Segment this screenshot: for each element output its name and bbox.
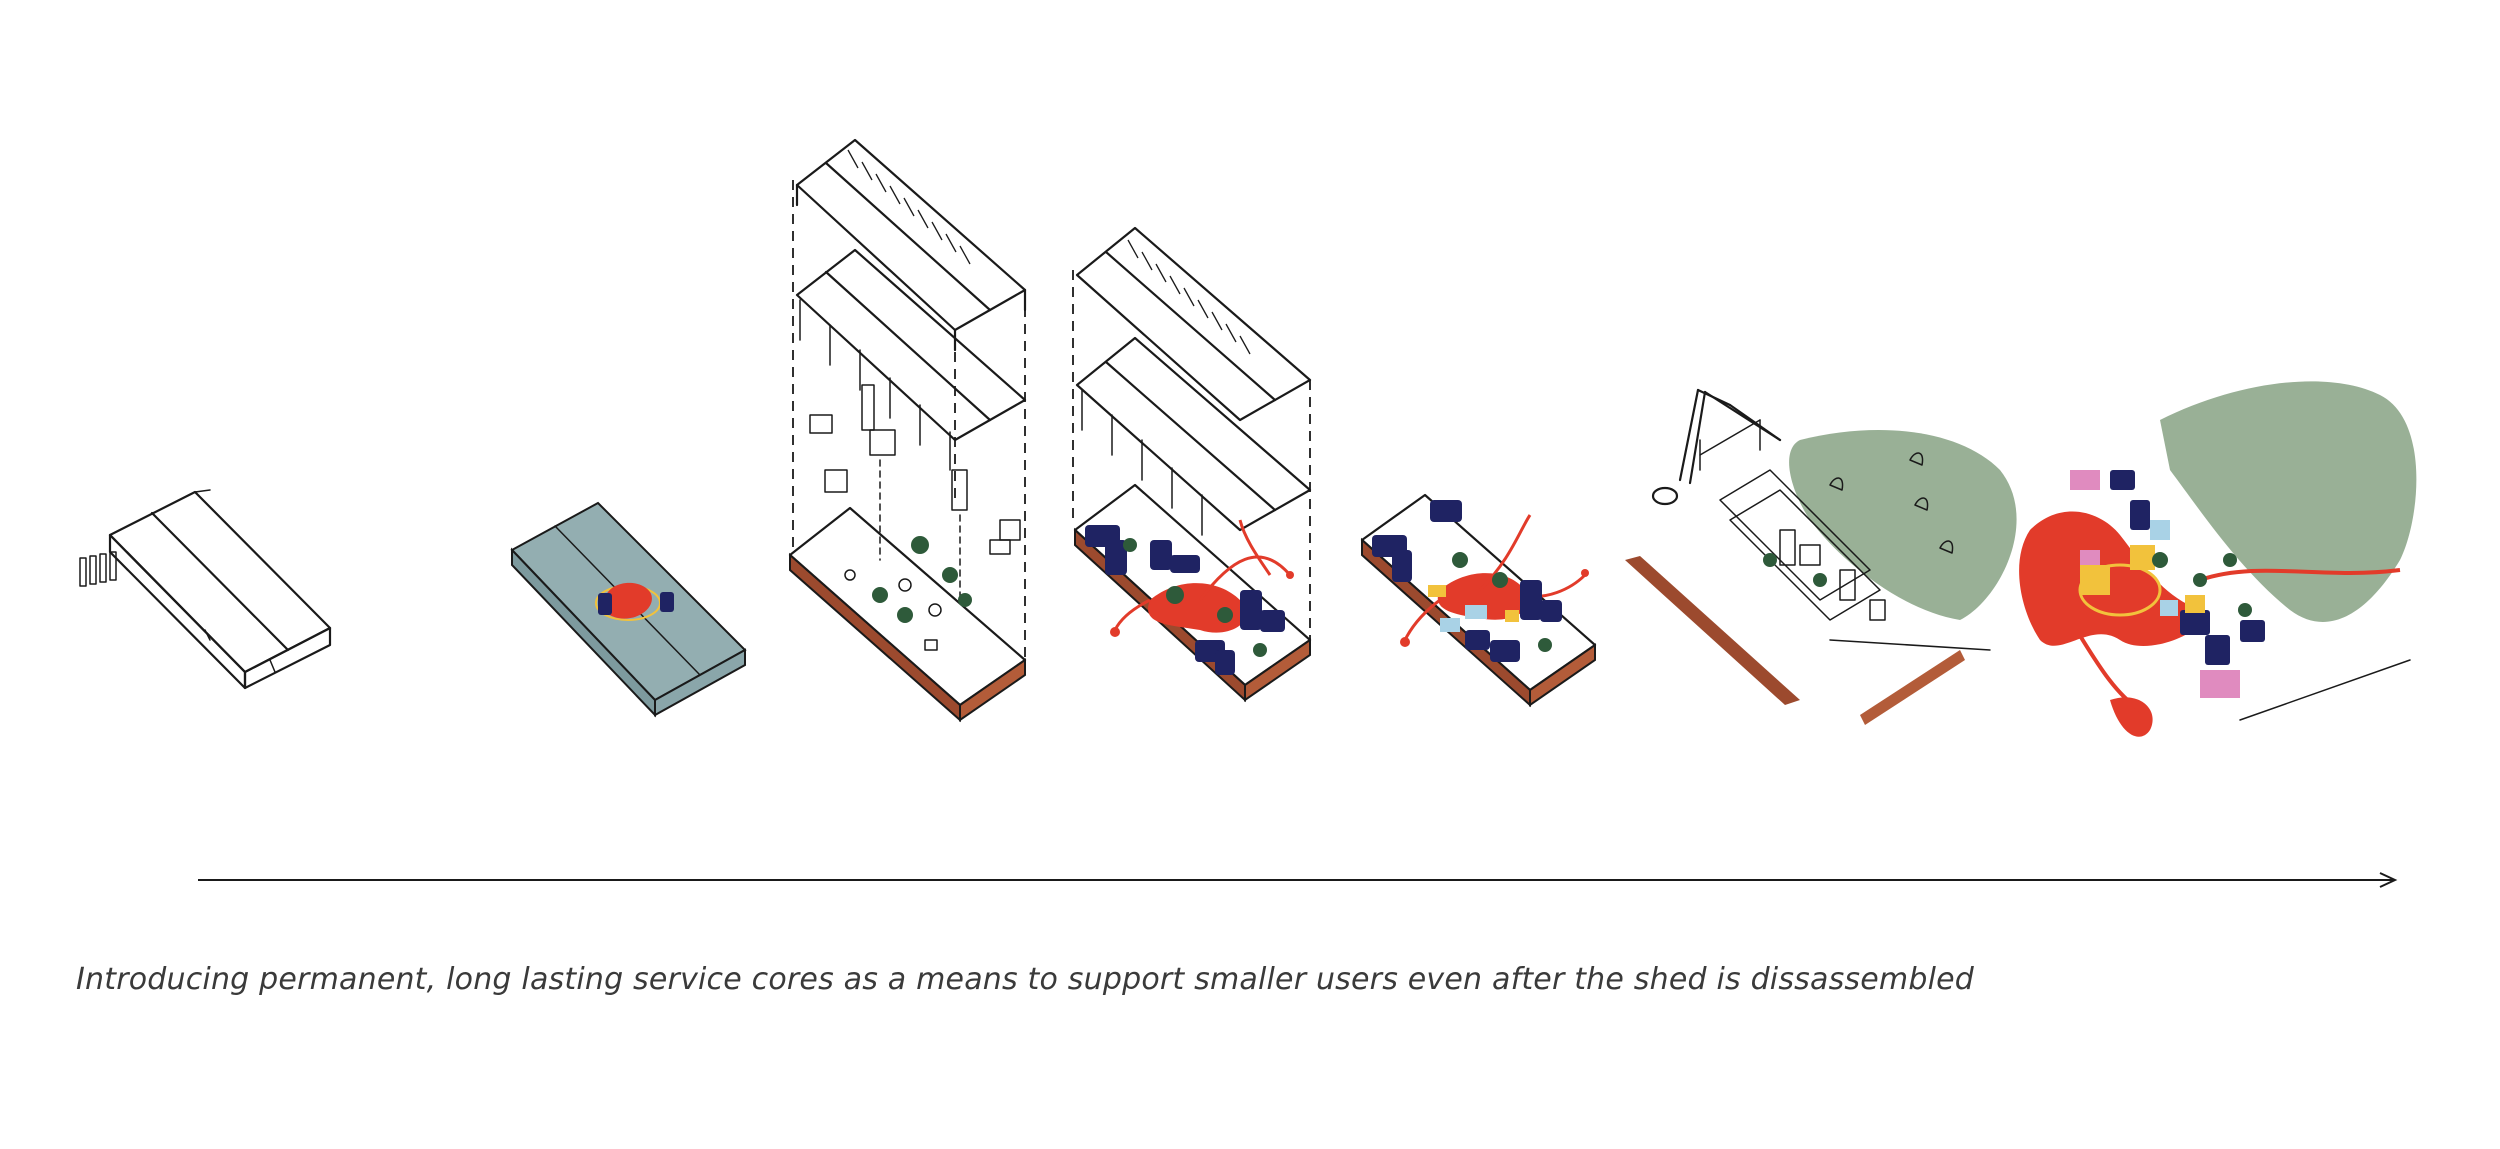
stage-7-final-site: [2019, 381, 2417, 737]
crane-icon: [1651, 388, 1782, 506]
side-element-icon: [79, 551, 117, 587]
diagram-caption: Introducing permanent, long lasting serv…: [75, 962, 1975, 997]
stage-4-exploded-with-cores: [1072, 226, 1312, 703]
stage-6-dismantled: [1625, 388, 2017, 725]
stage-5-floor-with-users: [1360, 493, 1597, 708]
timeline-arrow: [198, 872, 2398, 888]
stage-2-shed-with-core: [510, 501, 747, 718]
stage-3-exploded-structure: [788, 138, 1027, 723]
stage-1-existing-shed: [79, 489, 332, 690]
